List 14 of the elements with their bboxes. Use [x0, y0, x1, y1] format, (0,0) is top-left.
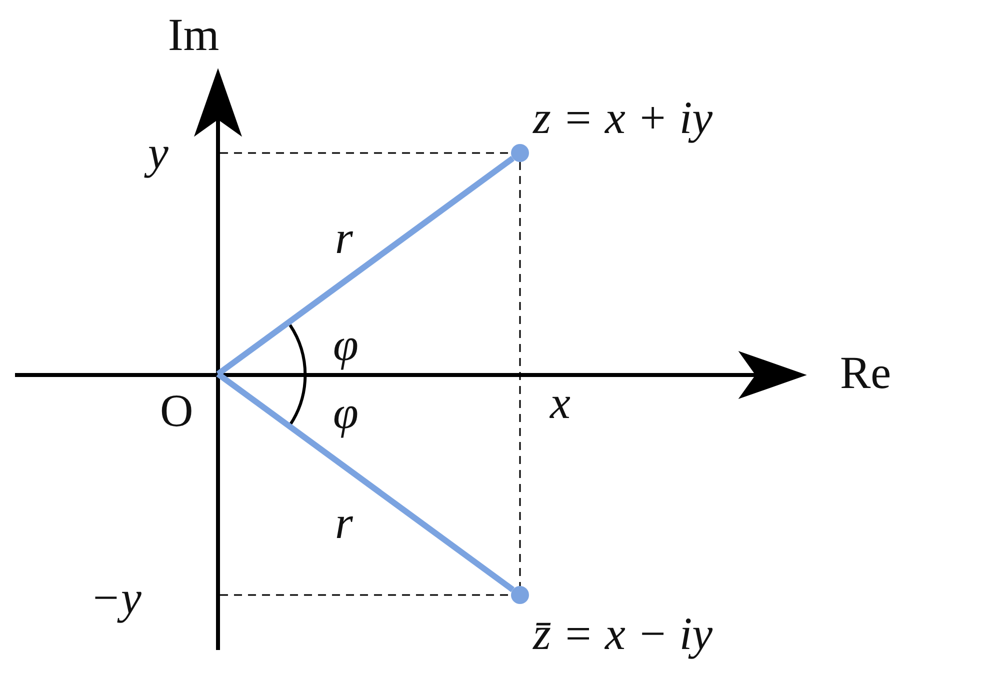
tick-label: x [550, 380, 570, 426]
tick-label: −y [90, 575, 142, 621]
angle-label: φ [333, 390, 358, 436]
line-segment [216, 156, 514, 376]
line-segment [216, 372, 514, 592]
math-label: O [160, 388, 194, 434]
math-label: z̄ = x − iy [533, 611, 713, 657]
axis-label: Re [840, 350, 892, 396]
math-label: z = x + iy [533, 95, 713, 141]
dashed-line [519, 162, 521, 586]
edge-label: r [335, 215, 353, 261]
axis-label: Im [168, 12, 220, 58]
angle-label: φ [333, 322, 358, 368]
edge-label: r [335, 500, 353, 546]
